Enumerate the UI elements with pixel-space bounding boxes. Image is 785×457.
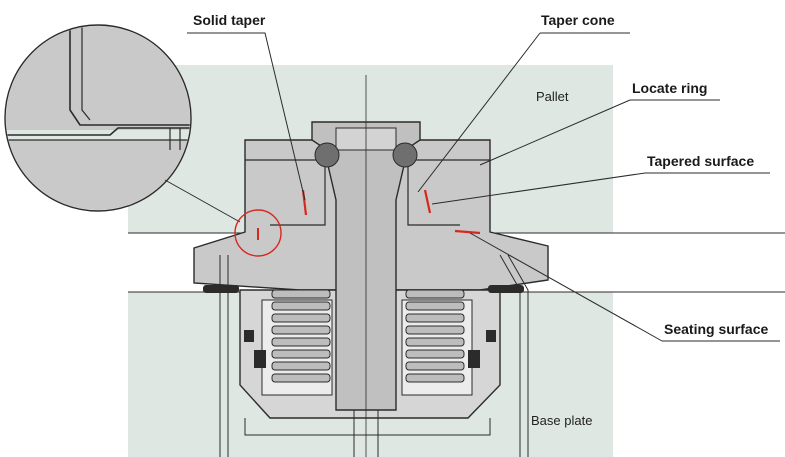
magnifier-leader: [164, 179, 241, 223]
taper-cone-leader: [417, 32, 630, 193]
label-taper-cone: Taper cone: [541, 12, 615, 28]
locate-ring-leader: [479, 99, 720, 166]
label-locate-ring: Locate ring: [632, 80, 707, 96]
steel-ball-right: [392, 142, 418, 168]
air-channel-bottom: [244, 418, 491, 436]
steel-ball-left: [314, 142, 340, 168]
seal-flange-right: [488, 285, 524, 293]
air-channel-right: [499, 254, 529, 457]
solid-taper-leader: [187, 32, 306, 201]
seating-surface-leader: [469, 232, 780, 342]
label-seating-surface: Seating surface: [664, 321, 768, 337]
label-solid-taper: Solid taper: [193, 12, 266, 28]
ring-inner-right: [407, 159, 490, 226]
air-channel-left: [219, 255, 229, 457]
label-tapered-surface: Tapered surface: [647, 153, 754, 169]
label-pallet: Pallet: [536, 89, 569, 104]
seal-right-top: [486, 330, 496, 342]
seal-right-bottom: [468, 350, 480, 368]
stem-lines: [353, 410, 379, 457]
seal-left-top: [244, 330, 254, 342]
spring-stack-left: [271, 289, 331, 383]
detail-focus-circle: [234, 209, 282, 257]
spring-stack-right: [405, 289, 465, 383]
seal-left-bottom: [254, 350, 266, 368]
label-base-plate: Base plate: [531, 413, 592, 428]
tapered-surface-leader: [431, 172, 770, 205]
ring-inner-left: [245, 159, 326, 226]
seal-flange-left: [203, 285, 239, 293]
tapered-surface-highlight: [423, 189, 432, 214]
seating-surface-highlight: [454, 229, 481, 235]
